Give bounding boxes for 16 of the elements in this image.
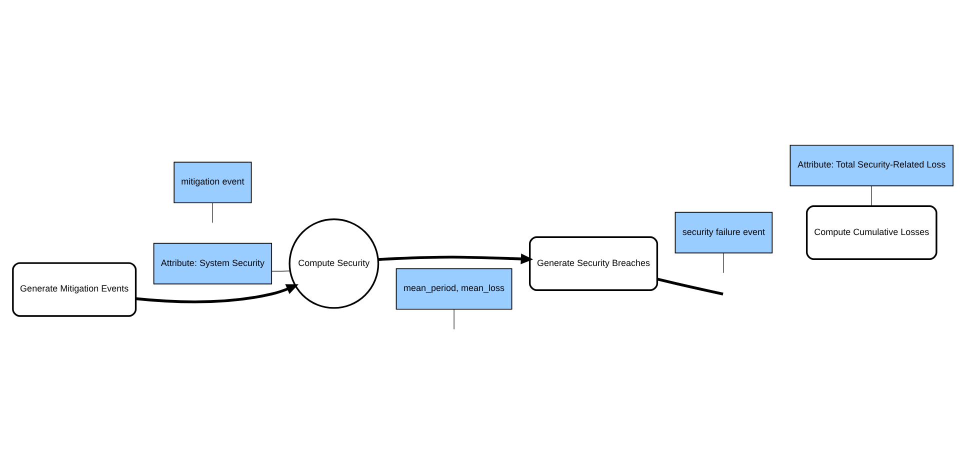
connector (270, 270, 290, 271)
node-box: security failure event (674, 211, 772, 253)
arrow (378, 253, 533, 264)
connector (870, 185, 872, 206)
arrow (135, 284, 298, 303)
node-box: Attribute: Total Security-Related Loss (789, 144, 953, 186)
connector (453, 308, 454, 329)
node-circle: Compute Security (288, 218, 379, 308)
connector (656, 277, 723, 295)
node-box: Generate Mitigation Events (12, 262, 136, 316)
node-box: Attribute: System Security (152, 242, 272, 284)
node-box: Generate Security Breaches (528, 236, 658, 290)
node-box: Compute Cumulative Losses (805, 204, 937, 260)
connector (722, 252, 724, 273)
node-box: mitigation event (173, 161, 252, 203)
node-box: mean_period, mean_loss (395, 268, 512, 310)
